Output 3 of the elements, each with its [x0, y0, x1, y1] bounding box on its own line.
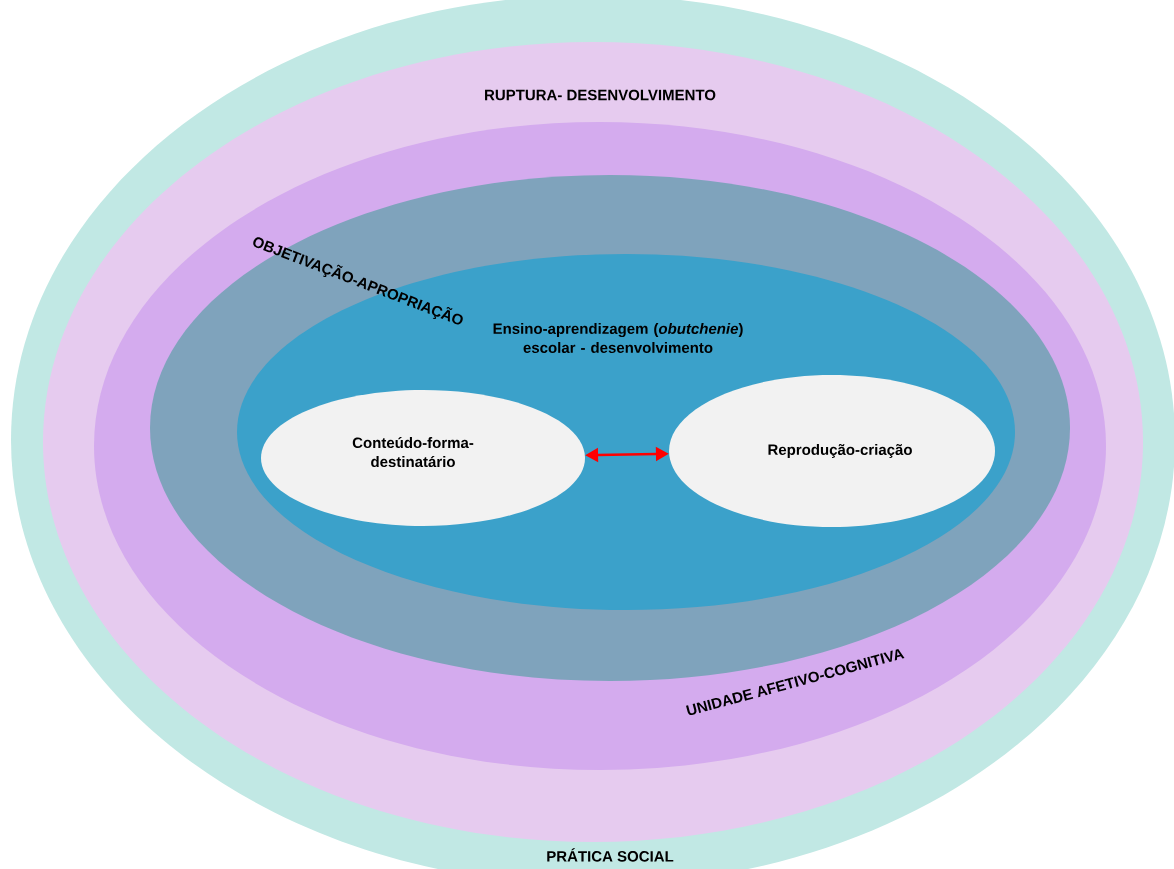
band-label: RUPTURA- DESENVOLVIMENTO	[485, 89, 716, 101]
band-label: PRÁTICA SOCIAL	[547, 848, 674, 862]
band-label: Ensino-aprendizagem (obutchenie) escolar - desenvolvimento	[493, 323, 743, 353]
